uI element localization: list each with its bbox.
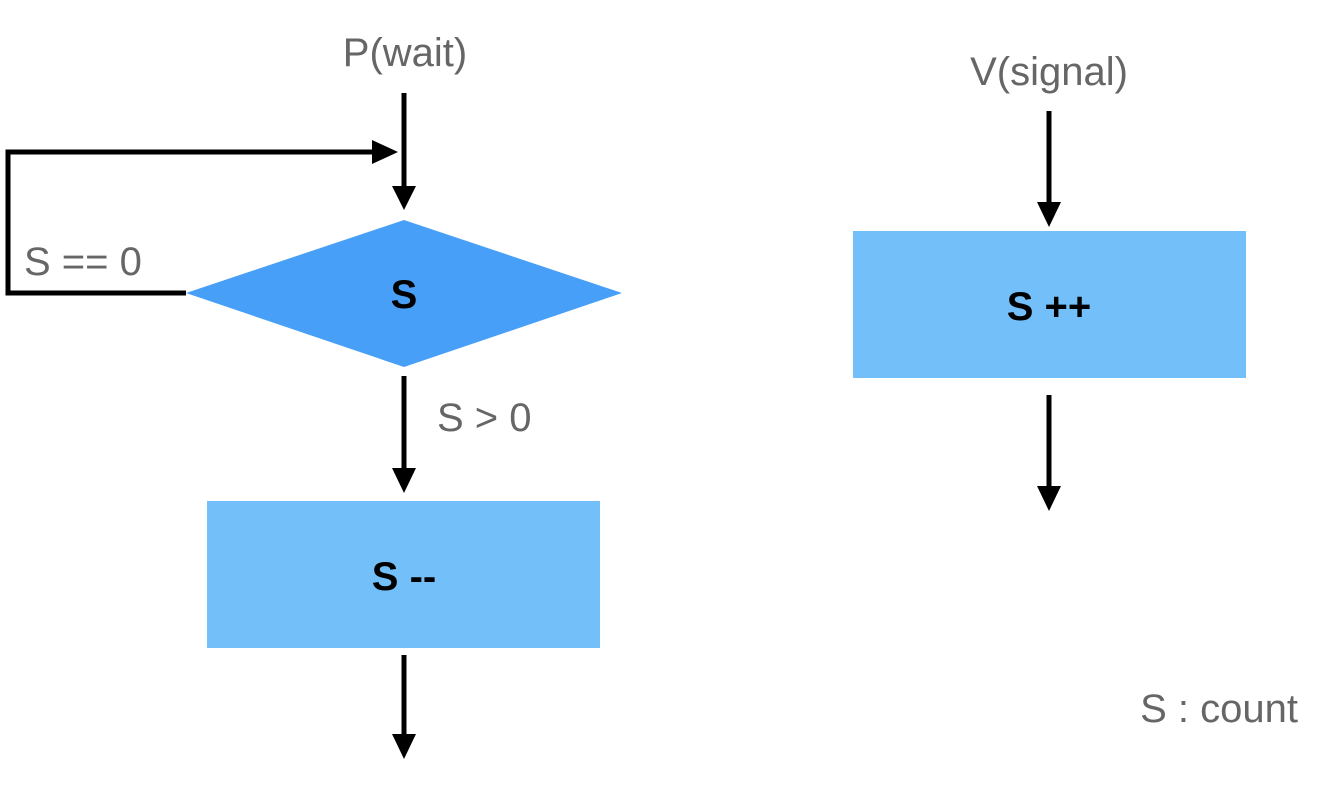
legend-note: S : count xyxy=(1140,687,1298,731)
decision-label: S xyxy=(391,273,418,317)
decrement-box xyxy=(207,501,600,648)
p-entry-arrowhead xyxy=(392,186,416,210)
v-entry-arrowhead xyxy=(1037,202,1061,227)
p-wait-title: P(wait) xyxy=(343,31,467,75)
increment-label: S ++ xyxy=(1007,285,1092,329)
continue-arrowhead xyxy=(392,468,416,493)
increment-box xyxy=(853,231,1246,378)
loop-back-line xyxy=(5,149,374,296)
continue-condition-label: S > 0 xyxy=(437,396,532,440)
v-exit-arrowhead xyxy=(1037,486,1061,511)
decision-diamond xyxy=(186,220,622,367)
decrement-label: S -- xyxy=(372,555,436,599)
p-wait-flow: P(wait) S S == 0 S > 0 S -- xyxy=(5,31,622,759)
loop-back-arrowhead xyxy=(372,140,398,164)
p-exit-arrowhead xyxy=(392,734,416,759)
v-signal-flow: V(signal) S ++ xyxy=(853,50,1246,511)
v-signal-title: V(signal) xyxy=(970,50,1128,94)
loop-condition-label: S == 0 xyxy=(24,240,142,284)
